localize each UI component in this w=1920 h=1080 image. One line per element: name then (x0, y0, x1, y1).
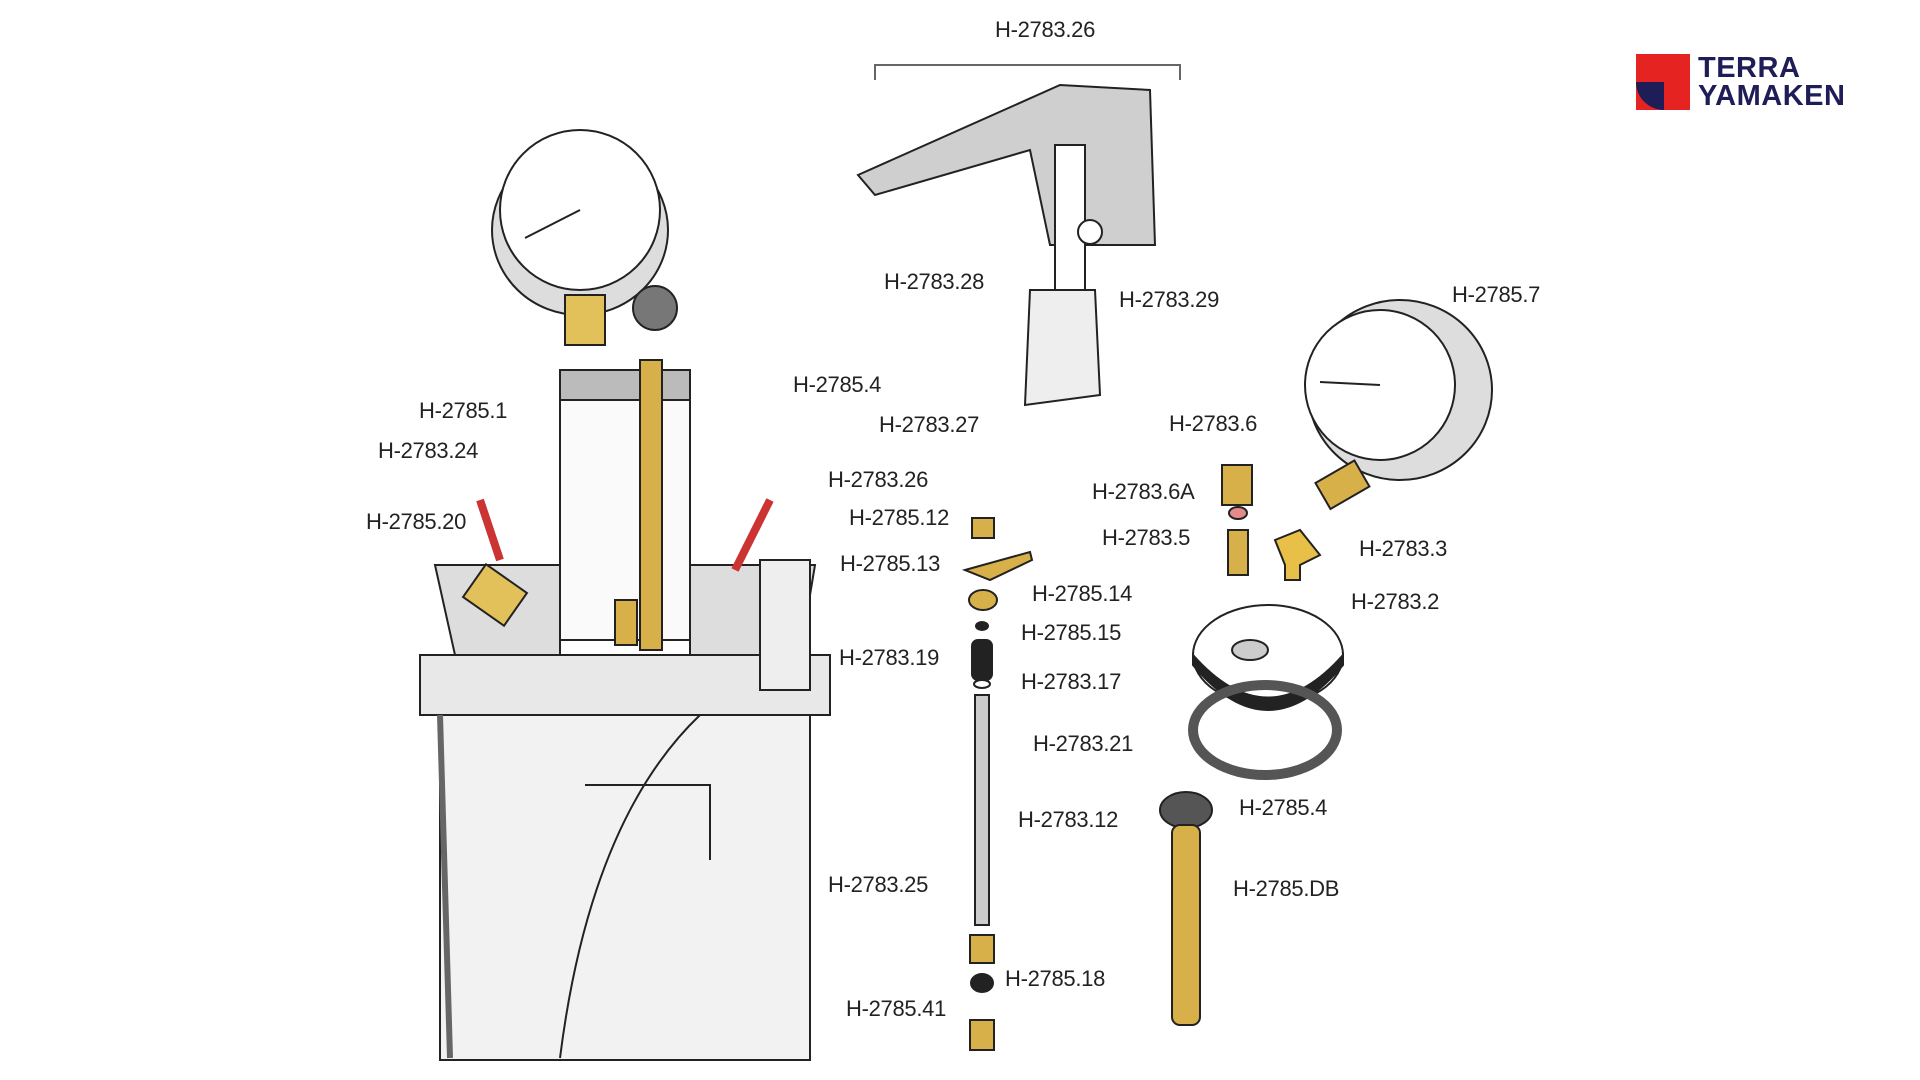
lever-drawing (856, 83, 1157, 246)
label-bowl: H-2783.25 (828, 872, 929, 897)
label-tee: H-2783.3 (1359, 536, 1448, 561)
label-washer: H-2783.21 (1033, 731, 1134, 756)
label-oring-small: H-2785.15 (1021, 620, 1122, 645)
label-cylinder: H-2785.1 (419, 398, 508, 423)
label-valve-handle: H-2783.24 (378, 438, 479, 463)
label-valve-seat: H-2785.18 (1005, 966, 1106, 991)
label-rod: H-2783.12 (1018, 807, 1119, 832)
bowl-drawing (439, 699, 811, 1061)
label-gasket-left: H-2785.4 (793, 372, 882, 397)
label-bracket: H-2785.13 (840, 551, 941, 576)
label-clamp: H-2783.26 (828, 467, 929, 492)
label-fitting: H-2783.5 (1102, 525, 1191, 550)
label-bulb-pump: H-2785.DB (1233, 876, 1340, 901)
terra-yamaken-logo: TERRA YAMAKEN (1636, 54, 1866, 114)
label-lever-base: H-2783.27 (879, 412, 980, 437)
logo-text-line2: YAMAKEN (1698, 80, 1846, 112)
label-oring-bottom: H-2785.41 (846, 996, 947, 1021)
logo-text-line1: TERRA (1698, 52, 1801, 84)
label-gasket-right: H-2785.4 (1239, 795, 1328, 820)
label-petcock: H-2785.20 (366, 509, 467, 534)
label-spring: H-2783.17 (1021, 669, 1122, 694)
label-lid: H-2783.2 (1351, 589, 1440, 614)
label-nipple: H-2785.12 (849, 505, 950, 530)
label-screw: H-2783.29 (1119, 287, 1220, 312)
label-pin: H-2783.28 (884, 269, 985, 294)
label-lever-assembly: H-2783.26 (995, 17, 1096, 42)
label-cap-nut: H-2783.6 (1169, 411, 1258, 436)
label-flange: H-2783.19 (839, 645, 940, 670)
label-washer-red: H-2783.6A (1092, 479, 1195, 504)
label-gauge: H-2785.7 (1452, 282, 1541, 307)
label-nut: H-2785.14 (1032, 581, 1133, 606)
